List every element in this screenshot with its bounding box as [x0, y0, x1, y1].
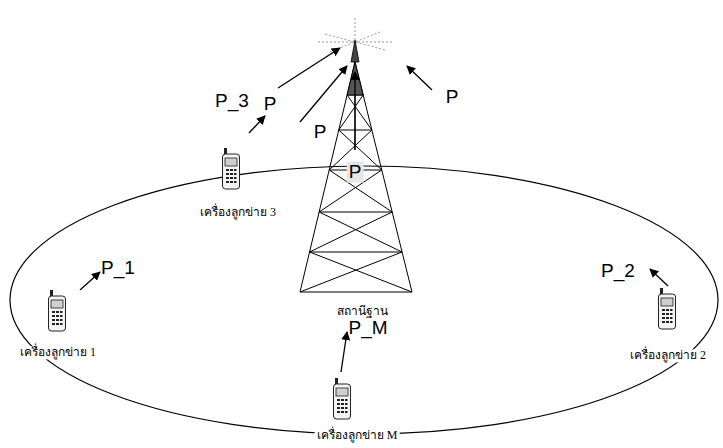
- power-label: P_1: [99, 258, 137, 279]
- tower-strut: [310, 252, 403, 253]
- tower-strut: [310, 212, 393, 252]
- power-label: P: [347, 162, 364, 183]
- power-arrow: [650, 269, 668, 286]
- mobile-label: เครื่องลูกข่าย 2: [628, 349, 708, 362]
- power-arrow: [341, 332, 347, 372]
- tower-strut: [355, 62, 356, 150]
- tower-strut: [319, 212, 392, 213]
- base-station-tower: [300, 62, 412, 292]
- power-label: P: [262, 94, 279, 115]
- power-arrows: [80, 48, 668, 372]
- power-arrow: [278, 48, 340, 88]
- power-arrow: [249, 116, 265, 133]
- tower-strut: [355, 62, 412, 292]
- power-arrow: [354, 72, 355, 150]
- power-label: P_M: [346, 318, 389, 339]
- mobile-phone: [223, 148, 240, 189]
- mobile-label: เครื่องลูกข่าย M: [315, 429, 400, 442]
- mobile-phone: [49, 290, 66, 331]
- power-arrow: [300, 66, 347, 122]
- tower-strut: [300, 252, 402, 292]
- tower-strut: [300, 292, 412, 293]
- power-label: P: [444, 87, 461, 108]
- mobile-phone: [659, 288, 676, 329]
- mobile-label: เครื่องลูกข่าย 3: [198, 206, 278, 219]
- power-label: P_3: [213, 91, 251, 112]
- power-label: P_2: [599, 261, 637, 282]
- tower-strut: [310, 252, 412, 292]
- power-arrow: [407, 66, 432, 90]
- tower-strut: [319, 212, 402, 252]
- cell-boundary: [10, 166, 718, 434]
- mobile-phone: [334, 378, 351, 419]
- mobile-label: เครื่องลูกข่าย 1: [18, 346, 98, 359]
- power-label: P: [312, 122, 329, 143]
- power-arrow: [80, 272, 100, 290]
- tower-strut: [339, 95, 363, 130]
- station-label: สถานีฐาน: [335, 305, 390, 318]
